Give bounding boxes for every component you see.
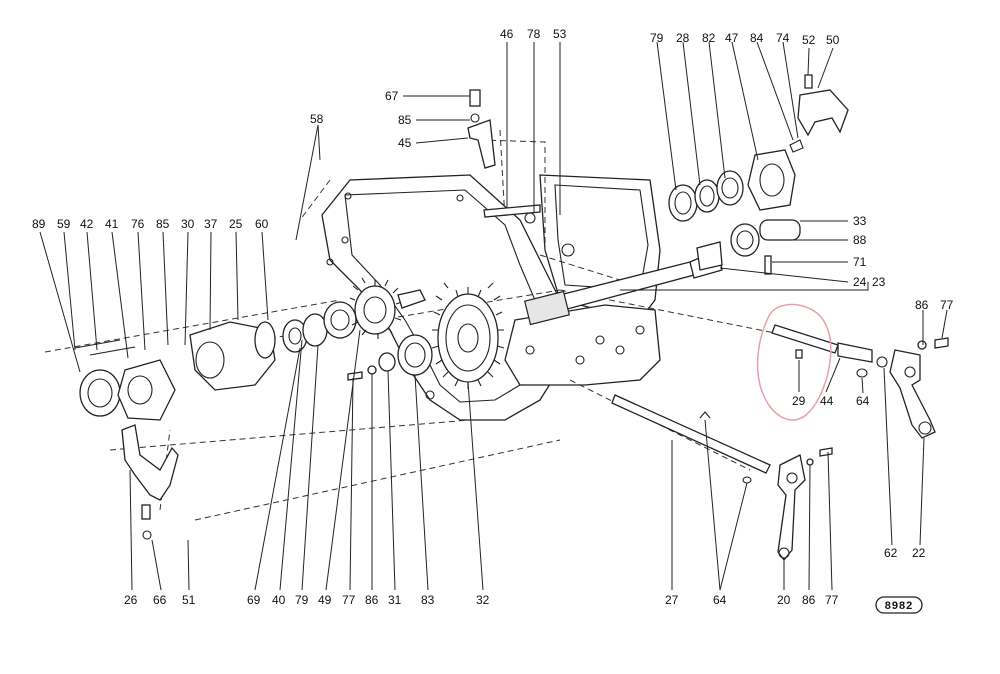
part-number-labels: 46 78 53 79 28 82 47 84 74 52 50 89 59 4… (32, 27, 954, 607)
label-bottom-77b: 77 (825, 593, 839, 607)
label-left-42: 42 (80, 217, 94, 231)
label-bottom-66: 66 (153, 593, 167, 607)
label-circled-29: 29 (792, 394, 806, 408)
label-side-67: 67 (385, 89, 399, 103)
label-right-88: 88 (853, 233, 867, 247)
label-bottom-26: 26 (124, 593, 138, 607)
label-bottom-40: 40 (272, 593, 286, 607)
drawing-number-badge: 8982 (875, 596, 923, 614)
gear-49 (349, 277, 426, 339)
left-coupling-group (74, 301, 357, 421)
label-left-41: 41 (105, 217, 119, 231)
label-side-45: 45 (398, 136, 412, 150)
shaft-29-44 (771, 324, 949, 439)
label-top-79: 79 (650, 31, 664, 45)
label-bottom-27: 27 (665, 593, 679, 607)
label-bottom-64: 64 (713, 593, 727, 607)
label-bottom-83: 83 (421, 593, 435, 607)
label-side-58: 58 (310, 112, 324, 126)
gearbox-housing (321, 174, 661, 421)
label-left-59: 59 (57, 217, 71, 231)
label-bottom-86b: 86 (802, 593, 816, 607)
label-bottom-32: 32 (476, 593, 490, 607)
label-right-33: 33 (853, 214, 867, 228)
label-right-23: 23 (872, 275, 886, 289)
selector-fork-left (121, 424, 179, 540)
label-left-89: 89 (32, 217, 46, 231)
label-top-82: 82 (702, 31, 716, 45)
label-left-85: 85 (156, 217, 170, 231)
shift-linkage-top (467, 89, 541, 224)
bearing-83 (347, 334, 433, 381)
label-left-25: 25 (229, 217, 243, 231)
label-top-84: 84 (750, 31, 764, 45)
selector-fork-top (789, 74, 849, 153)
label-bottom-20: 20 (777, 593, 791, 607)
label-right-24: 24 (853, 275, 867, 289)
leader-lines (39, 41, 948, 591)
rod-27 (611, 394, 771, 484)
label-bottom-77: 77 (342, 593, 356, 607)
label-left-76: 76 (131, 217, 145, 231)
label-right-71: 71 (853, 255, 867, 269)
label-bottom-69: 69 (247, 593, 261, 607)
label-side-85: 85 (398, 113, 412, 127)
label-top-53: 53 (553, 27, 567, 41)
drawing-number: 8982 (885, 600, 913, 612)
highlight-circle (756, 303, 832, 421)
label-top-74: 74 (776, 31, 790, 45)
label-bottom-86: 86 (365, 593, 379, 607)
label-bottom-79: 79 (295, 593, 309, 607)
label-right-86: 86 (915, 298, 929, 312)
label-bottom-49: 49 (318, 593, 332, 607)
label-mid-64: 64 (856, 394, 870, 408)
label-top-52: 52 (802, 33, 816, 47)
label-top-28: 28 (676, 31, 690, 45)
lever-20 (777, 447, 833, 562)
label-bottom-31: 31 (388, 593, 402, 607)
label-top-78: 78 (527, 27, 541, 41)
label-top-47: 47 (725, 31, 739, 45)
shaft-bearings (668, 149, 801, 275)
label-mid-22: 22 (912, 546, 926, 560)
label-circled-44: 44 (820, 394, 834, 408)
label-left-30: 30 (181, 217, 195, 231)
label-left-60: 60 (255, 217, 269, 231)
label-top-50: 50 (826, 33, 840, 47)
label-bottom-51: 51 (182, 593, 196, 607)
label-right-77: 77 (940, 298, 954, 312)
label-top-46: 46 (500, 27, 514, 41)
label-mid-62: 62 (884, 546, 898, 560)
label-left-37: 37 (204, 217, 218, 231)
